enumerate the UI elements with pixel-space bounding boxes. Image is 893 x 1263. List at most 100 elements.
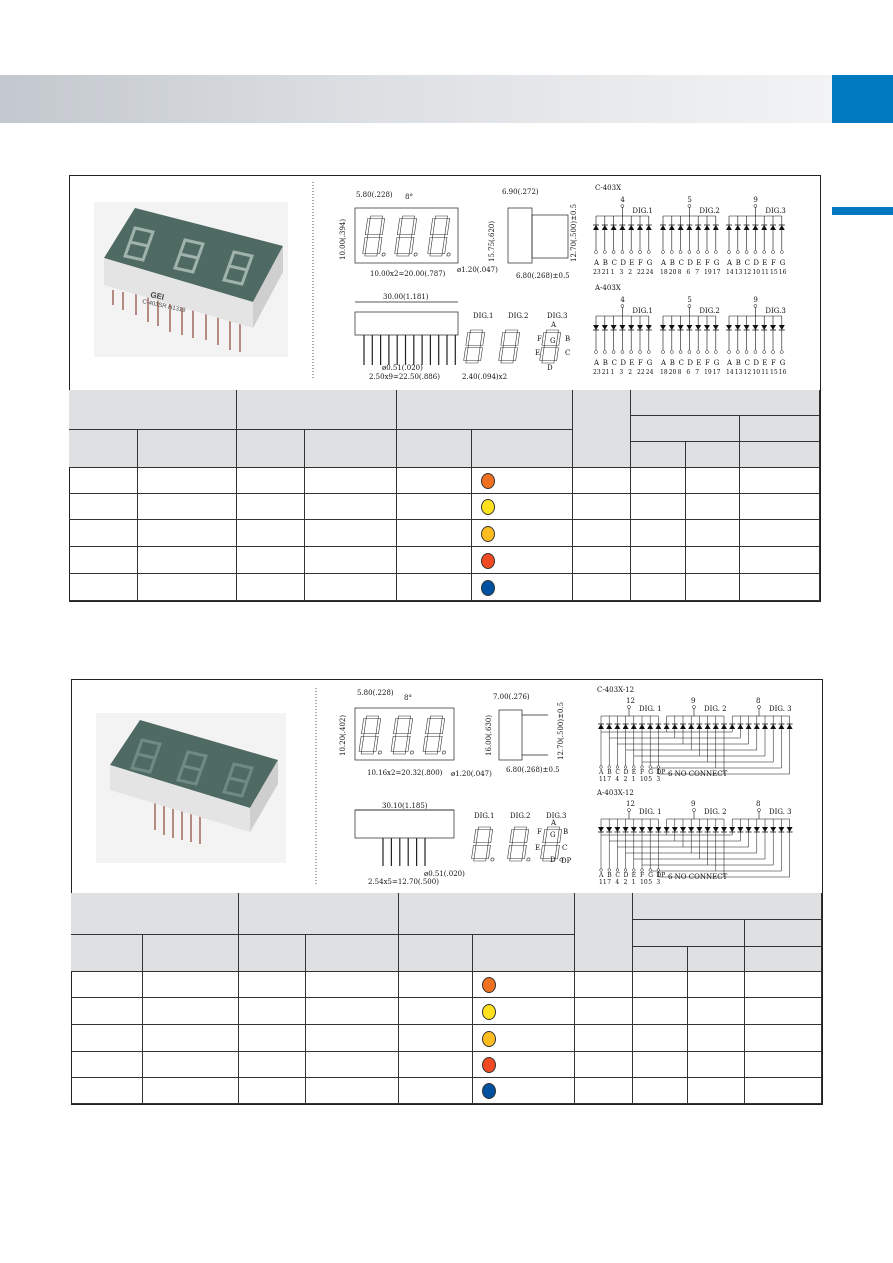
dim-side-width: 7.00(.276) xyxy=(493,693,530,701)
segment-pin-letter: C xyxy=(615,769,620,776)
table-cell xyxy=(633,1078,688,1104)
table-cell xyxy=(740,574,820,601)
table-cell xyxy=(575,1078,633,1104)
table-header-cell xyxy=(472,430,573,468)
pin-number: 10 xyxy=(640,776,648,783)
table-cell xyxy=(239,1078,306,1104)
segment-pin-letter: D xyxy=(620,359,626,367)
digit-group-label: DIG.2 xyxy=(699,207,719,215)
schematic-title: C-403X-12 xyxy=(597,686,634,694)
dimension-drawing-403x xyxy=(354,207,569,336)
segment-pin-letter: DP xyxy=(656,769,665,776)
seven-segment-digit xyxy=(427,215,451,257)
table-cell xyxy=(306,1025,399,1052)
segment-pin-letter: F xyxy=(640,872,644,879)
segment-label-d: D xyxy=(547,364,553,372)
pin-number: 18 xyxy=(660,369,668,376)
table-cell xyxy=(745,1078,822,1104)
table-cell xyxy=(69,468,138,494)
dim-pin-row: 6.80(.268)±0.5 xyxy=(506,766,560,774)
pin-schematic-a-403x: A-403X4DIG.1A23B21C1D3E2F22G245DIG.2A18B… xyxy=(593,284,787,376)
pin-number: 24 xyxy=(646,269,654,276)
seven-segment-digit xyxy=(358,715,382,755)
table-cell xyxy=(397,494,472,520)
pin-number: 22 xyxy=(637,269,645,276)
table-header-cell xyxy=(69,430,138,468)
segment-label-b: B xyxy=(565,335,570,343)
table-header-cell xyxy=(688,947,745,972)
table-cell xyxy=(745,998,822,1025)
dim-segment-width: 5.80(.228) xyxy=(357,689,394,697)
segment-label-dp: DP xyxy=(561,857,572,865)
table-cell xyxy=(573,468,631,494)
segment-label-a: A xyxy=(550,321,557,329)
led-color-indicator xyxy=(481,552,495,569)
segment-pin-letter: B xyxy=(670,259,675,267)
dim-digit-pitch: 10.00x2=20.00(.787) xyxy=(370,270,446,278)
seven-segment-digit xyxy=(471,826,495,862)
common-pin-number: 9 xyxy=(691,800,695,808)
table-cell xyxy=(237,547,305,574)
pin-number: 3 xyxy=(656,879,660,886)
pin-number: 11 xyxy=(761,269,769,276)
table-cell xyxy=(143,1025,239,1052)
table-cell xyxy=(71,1078,143,1104)
digit-group-label: DIG. 2 xyxy=(704,808,727,816)
segment-pin-letter: G xyxy=(648,872,653,879)
pin-number: 13 xyxy=(735,269,743,276)
segment-label-e: E xyxy=(535,844,540,852)
table-cell xyxy=(633,998,688,1025)
table-cell xyxy=(138,547,237,574)
table-cell xyxy=(472,574,573,601)
table-cell xyxy=(745,1052,822,1078)
table-cell xyxy=(399,1025,473,1052)
segment-pin-letter: A xyxy=(726,359,733,367)
digit-label-1: DIG.1 xyxy=(474,812,494,820)
table-header-cell xyxy=(399,935,473,972)
led-color-indicator xyxy=(481,473,495,489)
pin-number: 4 xyxy=(615,879,619,886)
table-header-cell xyxy=(71,893,239,935)
segment-pin-letter: E xyxy=(762,259,767,267)
common-pin-number: 9 xyxy=(753,296,757,304)
digit-group-label: DIG.1 xyxy=(632,207,652,215)
segment-pin-letter: A xyxy=(726,259,733,267)
segment-label-f: F xyxy=(537,335,542,343)
table-header-cell xyxy=(239,893,399,935)
table-cell xyxy=(399,1078,473,1104)
table-cell xyxy=(143,972,239,998)
pin-number: 7 xyxy=(607,879,611,886)
table-header-cell xyxy=(71,935,143,972)
table-cell xyxy=(472,468,573,494)
table-cell xyxy=(473,1025,575,1052)
table-cell xyxy=(138,494,237,520)
table-cell xyxy=(573,494,631,520)
table-cell xyxy=(631,574,686,601)
segment-pin-letter: D xyxy=(624,872,629,879)
dim-side-height: 16.00(.630) xyxy=(485,715,493,756)
table-cell xyxy=(306,1052,399,1078)
dim-slant: 8° xyxy=(404,694,412,702)
dimension-drawing-403x-12 xyxy=(354,707,548,839)
table-header-cell xyxy=(631,442,686,468)
pin-number: 3 xyxy=(619,369,623,376)
segment-pin-letter: DP xyxy=(656,872,665,879)
table-header-cell xyxy=(631,390,820,416)
schematic-title: C-403X xyxy=(595,184,621,192)
table-header-cell xyxy=(397,430,472,468)
common-pin-number: 5 xyxy=(687,296,691,304)
product-photo-403x-12 xyxy=(96,713,286,863)
segment-label-a: A xyxy=(550,819,557,827)
segment-pin-letter: E xyxy=(632,769,636,776)
dim-pin-diameter: ø0.51(.020) xyxy=(424,870,465,878)
segment-pin-letter: G xyxy=(647,259,653,267)
pin-number: 7 xyxy=(607,776,611,783)
digit-group-label: DIG.3 xyxy=(765,307,785,315)
pin-number: 2 xyxy=(624,776,628,783)
digit-group-label: DIG. 2 xyxy=(704,705,727,713)
table-header-cell xyxy=(633,947,688,972)
table-cell xyxy=(69,494,138,520)
dim-pin-length: 12.70(.500)±0.5 xyxy=(570,204,578,262)
table-header-cell xyxy=(306,935,399,972)
